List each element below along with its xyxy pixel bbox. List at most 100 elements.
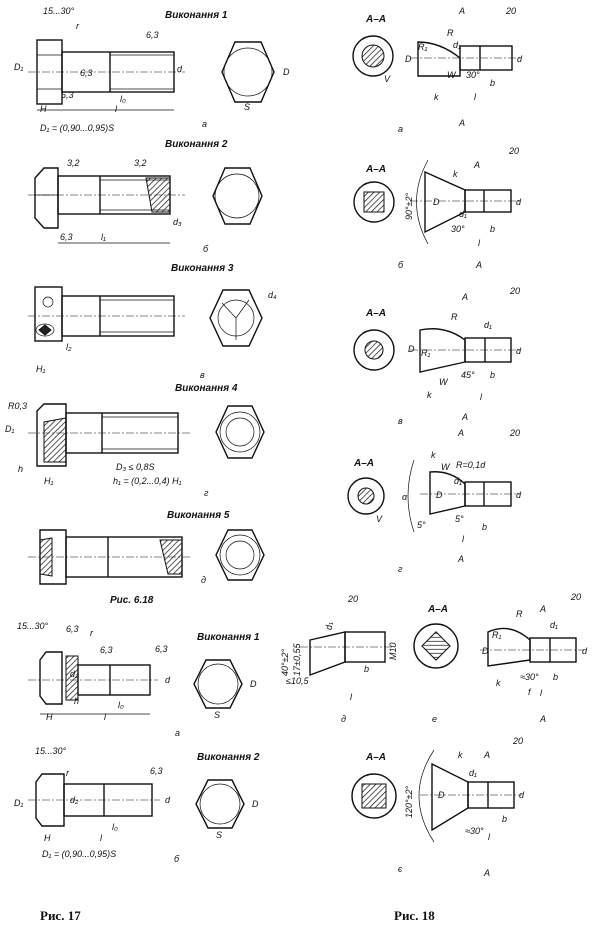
dim-M10: M10 (388, 642, 398, 660)
section-marker: А (457, 428, 464, 438)
variant-1-title: Виконання 1 (165, 10, 228, 21)
roughness-20: 20 (347, 594, 358, 604)
dim-h: h (18, 464, 23, 474)
section-title: А–А (365, 752, 386, 763)
dim-d: d (165, 675, 171, 685)
dim-W: W (439, 377, 449, 387)
letter-a-17: а (175, 728, 180, 738)
angle-30: 30° (466, 70, 480, 80)
bolt-variant-2: Виконання 2 3,2 3,2 d₃ l₁ 6,3 б (28, 139, 263, 254)
dim-D: D (438, 790, 445, 800)
roughness-label: 6,3 (150, 766, 163, 776)
angle-30: 30° (451, 224, 465, 234)
dim-b: b (490, 370, 495, 380)
section-marker: А (461, 292, 468, 302)
caption-fig-17: Рис. 17 (40, 908, 81, 923)
dim-d: d (177, 64, 183, 74)
angle-40: 40°±2° (280, 648, 290, 676)
roughness-label: 6,3 (66, 624, 79, 634)
dim-h: h (74, 696, 79, 706)
letter-d-18: д (341, 714, 346, 724)
fillet-label: r (90, 628, 94, 638)
section-title: А–А (365, 14, 386, 25)
dim-d: d (517, 54, 523, 64)
dim-d2: d₂ (70, 669, 79, 679)
dim-l: l (100, 833, 103, 843)
dim-D: D (408, 344, 415, 354)
dim-d1: d₁ (469, 768, 477, 778)
roughness-label-3: 6,3 (155, 644, 168, 654)
fig18-v: А–А 20 А R d₁ D R₁ d 45° b W k l А в (353, 286, 522, 426)
dim-d1: d₁ (324, 622, 334, 630)
angle-label: 15...30° (17, 621, 49, 631)
dim-l: l (540, 688, 543, 698)
variant-3-title: Виконання 3 (171, 263, 234, 274)
dim-D1: D₁ (14, 62, 23, 72)
section-title: А–А (365, 308, 386, 319)
letter-b: б (203, 244, 209, 254)
dim-d1: d₁ (484, 320, 492, 330)
fig18-b: А–А 20 А 90°±2° D k d₁ d 30° b l А б (353, 146, 522, 270)
letter-e-18: е (432, 714, 437, 724)
dim-b: b (502, 814, 507, 824)
section-marker-2: А (461, 412, 468, 422)
dim-l0: l₀ (118, 700, 124, 710)
dim-R03: R0,3 (8, 401, 27, 411)
letter-v-18: в (398, 416, 403, 426)
dim-l0: l₀ (112, 822, 118, 832)
dim-R1: R₁ (418, 42, 427, 52)
section-marker-2: А (457, 554, 464, 564)
section-marker-2: А (539, 714, 546, 724)
dim-d: d (519, 790, 525, 800)
dim-d: d (516, 490, 522, 500)
fig18-g: 20 А А–А V α k W R=0,1d d₁ D d 5° 5° b l… (347, 428, 522, 574)
angle-45: 45° (461, 370, 475, 380)
dim-D3-side: D₁ (5, 424, 14, 434)
dim-D: D (436, 490, 443, 500)
dim-k: k (431, 450, 436, 460)
bolt-variant-5: Виконання 5 д Рис. 6.18 (28, 510, 265, 606)
dim-d: d (516, 197, 522, 207)
formula-D1: D₁ = (0,90...0,95)S (40, 123, 114, 133)
dim-d1: d₁ (453, 40, 461, 50)
roughness-label-3: 6,3 (61, 90, 74, 100)
dim-f: f (528, 687, 532, 697)
dim-D-17: D (250, 679, 257, 689)
angle-5b: 5° (455, 514, 464, 524)
fig17-variant-1: Виконання 1 15...30° 6,3 r 6,3 6,3 d₂ d … (17, 621, 260, 738)
dim-k: k (458, 750, 463, 760)
dim-l: l (115, 104, 118, 114)
roughness-20: 20 (509, 428, 520, 438)
dim-l: l (478, 238, 481, 248)
dim-W: W (447, 70, 457, 80)
dim-k: k (434, 92, 439, 102)
letter-g: г (204, 488, 209, 498)
dim-l0: l₀ (120, 94, 126, 104)
dim-d3: d₃ (173, 217, 182, 227)
dim-R1: R₁ (421, 348, 430, 358)
dim-D1: D₁ (14, 798, 23, 808)
angle-alpha: α (402, 492, 408, 502)
fillet-label: r (66, 768, 70, 778)
dim-H: H (46, 712, 53, 722)
dim-d2: d₂ (70, 795, 79, 805)
section-title: А–А (427, 604, 448, 615)
section-marker-2: А (483, 868, 490, 878)
variant-4-title: Виконання 4 (175, 383, 238, 394)
roughness-20: 20 (505, 6, 516, 16)
dim-l1: l₁ (101, 232, 106, 242)
roughness-label: 3,2 (67, 158, 80, 168)
fig17-variant-2: Виконання 2 15...30° r 6,3 D₁ d₂ d l₀ H … (14, 746, 260, 864)
fig17-variant-1-title: Виконання 1 (197, 632, 260, 643)
section-marker-2: А (475, 260, 482, 270)
angle-90: 90°±2° (404, 192, 414, 220)
dim-W: W (441, 462, 451, 472)
dim-d: d (516, 346, 522, 356)
dim-d1: d₁ (454, 476, 462, 486)
dim-V: V (384, 74, 391, 84)
section-marker: А (483, 750, 490, 760)
fig18-d: 20 d₁ 40°±2° 17±0,55 M10 b ≤10,5 l д (280, 594, 398, 724)
dim-R: R (447, 28, 454, 38)
dim-H: H (40, 104, 47, 114)
dim-S-17: S (214, 710, 220, 720)
